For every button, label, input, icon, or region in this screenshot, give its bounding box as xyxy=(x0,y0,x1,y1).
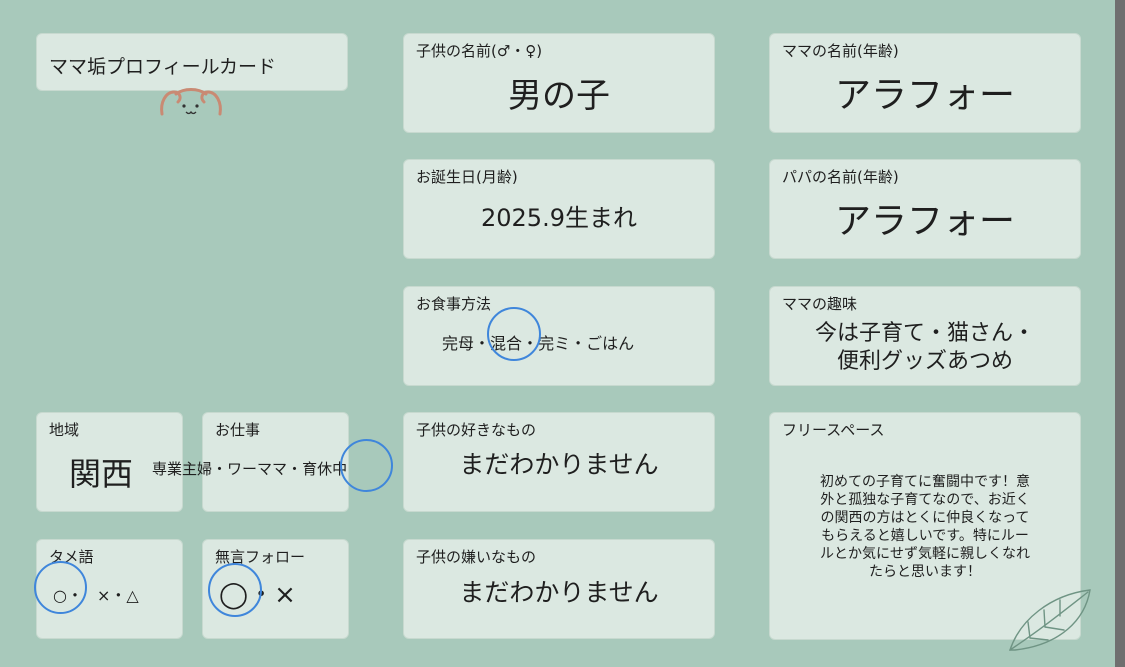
feeding-option-3: 完ミ xyxy=(538,334,571,353)
work-label: お仕事 xyxy=(215,421,261,439)
hobby-label: ママの趣味 xyxy=(782,295,858,313)
child-name-card: 子供の名前(♂・♀) 男の子 xyxy=(403,33,715,133)
papa-name-value: アラフォー xyxy=(834,201,1015,242)
dislikes-label: 子供の嫌いなもの xyxy=(416,548,537,566)
window-edge xyxy=(1115,0,1125,667)
hobby-line-2: 便利グッズあつめ xyxy=(836,349,1013,374)
work-selected-circle xyxy=(340,439,393,492)
title-card: ママ垢プロフィールカード xyxy=(36,33,348,91)
free-space-card: フリースペース 初めての子育てに奮闘中です！意 外と孤独な子育てなので、お近く … xyxy=(769,412,1081,640)
likes-card: 子供の好きなもの まだわかりません xyxy=(403,412,715,512)
likes-value: まだわかりません xyxy=(459,450,659,479)
likes-label: 子供の好きなもの xyxy=(416,421,537,439)
hobby-card: ママの趣味 今は子育て・猫さん・ 便利グッズあつめ xyxy=(769,286,1081,386)
mama-name-card: ママの名前(年齢) アラフォー xyxy=(769,33,1081,133)
leaf-icon xyxy=(1009,589,1091,651)
mama-name-value: アラフォー xyxy=(834,75,1015,116)
free-space-label: フリースペース xyxy=(782,421,885,439)
feeding-selected-circle xyxy=(487,307,541,361)
tameguchi-selected-circle xyxy=(34,561,87,614)
hobby-line-1: 今は子育て・猫さん・ xyxy=(814,321,1035,346)
separator: ・ xyxy=(110,586,127,605)
feeding-option-1: 完母 xyxy=(442,334,475,353)
feeding-label: お食事方法 xyxy=(416,295,492,313)
region-label: 地域 xyxy=(49,421,80,439)
silent-follow-option-2: × xyxy=(274,580,296,610)
work-option-2: ワーママ xyxy=(227,460,288,478)
separator: ・ xyxy=(570,334,587,353)
free-space-line: もらえると嬉しいです。特にルー xyxy=(821,528,1029,544)
free-space-line: ルとか気にせず気軽に親しくなれ xyxy=(820,546,1030,562)
birthday-card: お誕生日(月齢) 2025.9生まれ xyxy=(403,159,715,259)
separator: ・ xyxy=(287,460,303,478)
free-space-line: 初めての子育てに奮闘中です！意 xyxy=(820,474,1030,490)
feeding-option-4: ごはん xyxy=(586,334,635,353)
free-space-text: 初めての子育てに奮闘中です！意 外と孤独な子育てなので、お近く の関西の方はとく… xyxy=(782,473,1068,581)
papa-name-label: パパの名前(年齢) xyxy=(782,168,899,186)
child-name-value: 男の子 xyxy=(508,76,610,116)
work-option-1: 専業主婦 xyxy=(152,460,213,478)
free-space-line: 外と孤独な子育てなので、お近く xyxy=(820,492,1030,508)
silent-follow-selected-circle xyxy=(208,563,262,617)
work-option-3: 育休中 xyxy=(302,460,348,478)
papa-name-card: パパの名前(年齢) アラフォー xyxy=(769,159,1081,259)
feeding-card: お食事方法 完母・混合・完ミ・ごはん xyxy=(403,286,715,386)
separator: ・ xyxy=(474,334,491,353)
work-card: お仕事 xyxy=(202,412,349,512)
dislikes-card: 子供の嫌いなもの まだわかりません xyxy=(403,539,715,639)
work-options: 専業主婦・ワーママ・育休中 xyxy=(152,458,347,479)
mama-name-label: ママの名前(年齢) xyxy=(782,42,899,60)
free-space-line: たらと思います！ xyxy=(869,564,981,580)
page-title: ママ垢プロフィールカード xyxy=(49,56,277,78)
region-card: 地域 関西 xyxy=(36,412,183,512)
dislikes-value: まだわかりません xyxy=(459,578,659,607)
child-name-label: 子供の名前(♂・♀) xyxy=(416,42,543,60)
free-space-line: の関西の方はとくに仲良くなって xyxy=(820,510,1030,526)
tameguchi-option-3: △ xyxy=(126,586,139,605)
birthday-value: 2025.9生まれ xyxy=(481,204,637,232)
bear-icon xyxy=(160,88,222,116)
tameguchi-option-2: × xyxy=(96,586,111,605)
separator: ・ xyxy=(212,460,228,478)
birthday-label: お誕生日(月齢) xyxy=(416,168,518,186)
region-value: 関西 xyxy=(69,455,134,493)
silent-follow-label: 無言フォロー xyxy=(215,548,306,566)
